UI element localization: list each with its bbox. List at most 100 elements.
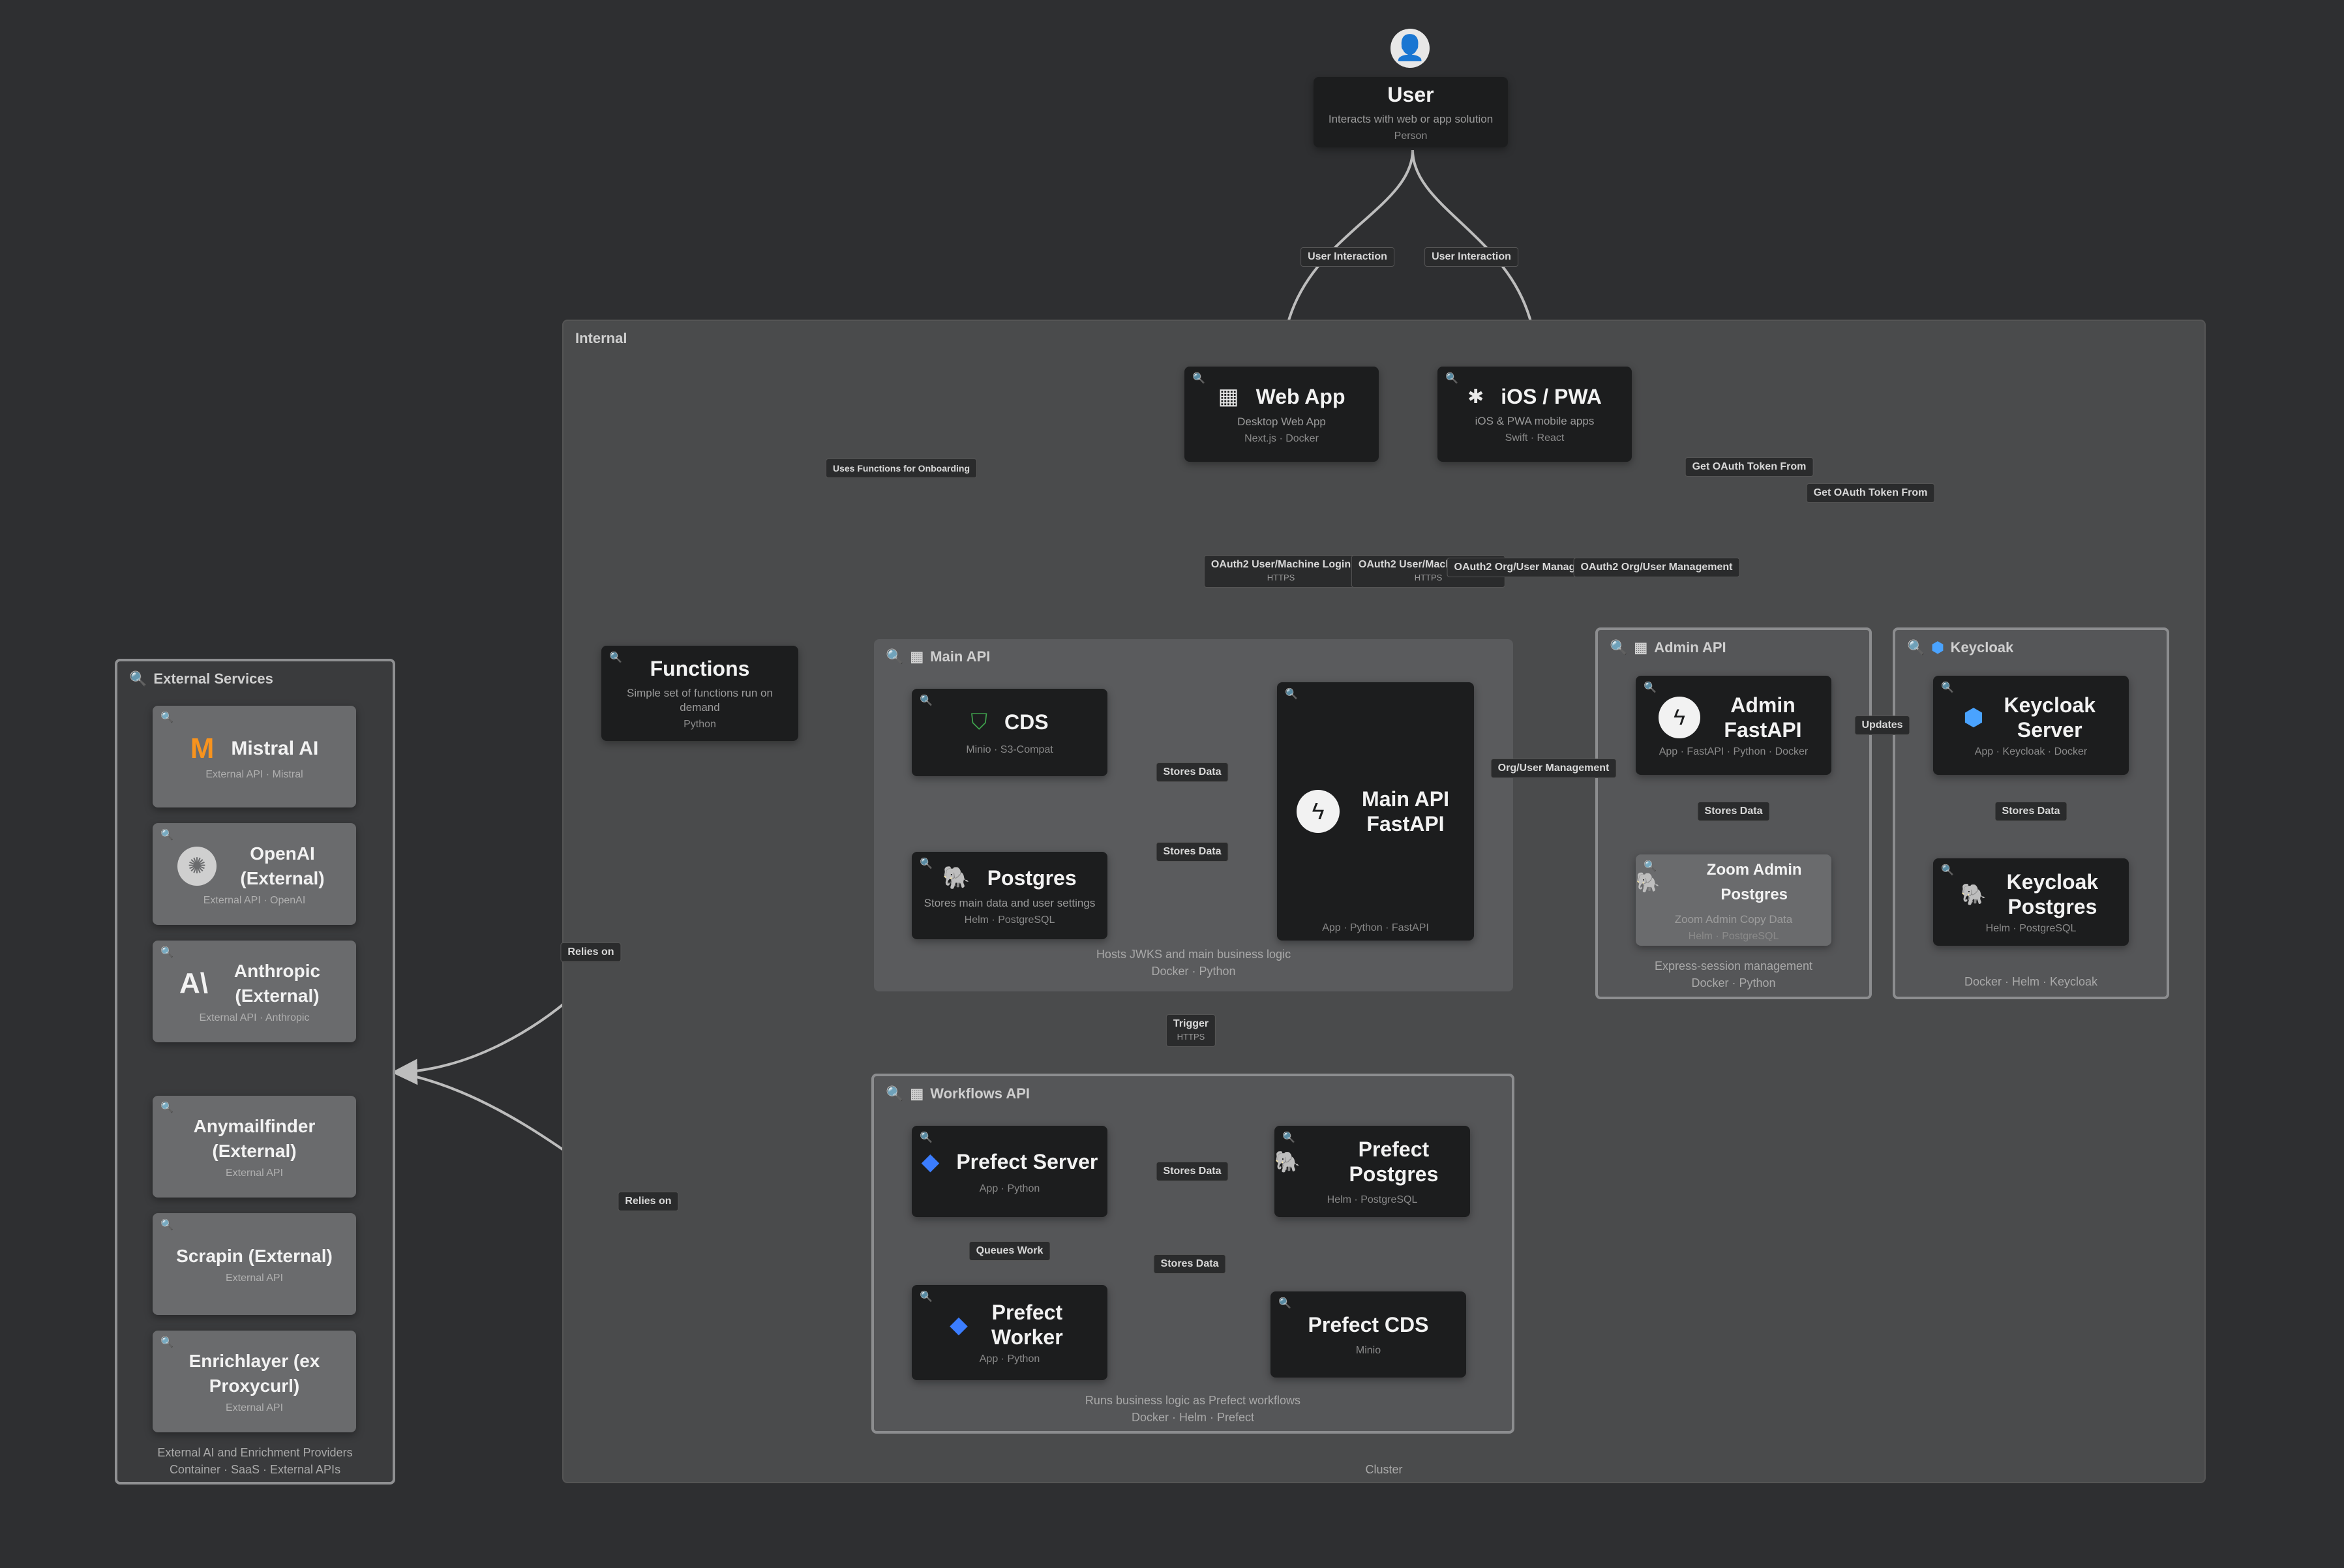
admin-postgres-node[interactable]: 🔍 🐘Zoom Admin Postgres Zoom Admin Copy D… — [1636, 854, 1831, 946]
keycloak-title: Keycloak — [1950, 639, 2014, 656]
edge-label-user-ios: User Interaction — [1424, 247, 1518, 267]
container-icon: ▦ — [1634, 639, 1648, 656]
keycloak-postgres-node[interactable]: 🔍 🐘Keycloak Postgres Helm · PostgreSQL — [1933, 858, 2129, 946]
prefect-postgres-title: Prefect Postgres — [1349, 1138, 1439, 1186]
main-fastapi-meta: App · Python · FastAPI — [1322, 922, 1429, 933]
search-icon: 🔍 — [920, 695, 933, 706]
oauth-login-1-proto: HTTPS — [1267, 573, 1295, 582]
edge-label-stores-cds: Stores Data — [1156, 762, 1229, 782]
edge-label-kc-stores: Stores Data — [1994, 802, 2067, 821]
browser-icon: ▦ — [1218, 384, 1239, 409]
search-icon: 🔍 — [1610, 639, 1628, 656]
admin-api-title: Admin API — [1654, 639, 1726, 656]
anymailfinder-node[interactable]: 🔍 Anymailfinder (External) External API — [153, 1096, 356, 1198]
ios-pwa-title: iOS / PWA — [1501, 385, 1602, 408]
internal-title: Internal — [575, 330, 627, 346]
keycloak-postgres-meta: Helm · PostgreSQL — [1985, 923, 2077, 934]
user-title: User — [1387, 83, 1434, 106]
postgres-elephant-icon: 🐘 — [1636, 871, 1660, 894]
enrichlayer-meta: External API — [225, 1402, 284, 1413]
ios-pwa-meta: Swift · React — [1505, 432, 1565, 444]
admin-postgres-subtitle: Zoom Admin Copy Data — [1674, 913, 1793, 926]
keycloak-server-node[interactable]: 🔍 ⬢Keycloak Server App · Keycloak · Dock… — [1933, 676, 2129, 775]
user-node[interactable]: User Interacts with web or app solution … — [1314, 77, 1508, 147]
web-app-title: Web App — [1255, 385, 1345, 408]
external-footer-tech: Container · SaaS · External APIs — [169, 1463, 341, 1476]
edge-label-admin-stores: Stores Data — [1697, 802, 1770, 821]
postgres-title: Postgres — [987, 866, 1077, 890]
ios-pwa-node[interactable]: 🔍 ✱iOS / PWA iOS & PWA mobile apps Swift… — [1437, 367, 1632, 462]
functions-meta: Python — [684, 719, 716, 730]
scrapin-node[interactable]: 🔍 Scrapin (External) External API — [153, 1213, 356, 1315]
edge-label-relies-1: Relies on — [560, 942, 622, 962]
web-app-node[interactable]: 🔍 ▦Web App Desktop Web App Next.js · Doc… — [1184, 367, 1379, 462]
user-subtitle: Interacts with web or app solution — [1328, 113, 1494, 125]
search-icon: 🔍 — [886, 648, 904, 665]
prefect-worker-meta: App · Python — [979, 1353, 1040, 1364]
fastapi-bolt-icon: ϟ — [1297, 790, 1340, 833]
mobile-app-icon: ✱ — [1467, 385, 1484, 408]
trigger-text: Trigger — [1173, 1018, 1209, 1029]
oauth-login-2-proto: HTTPS — [1414, 573, 1443, 582]
search-icon: 🔍 — [160, 712, 173, 723]
web-app-subtitle: Desktop Web App — [1237, 415, 1326, 428]
prefect-worker-title: Prefect Worker — [991, 1301, 1063, 1349]
prefect-logo-icon: ◆ — [950, 1311, 968, 1338]
fastapi-bolt-icon: ϟ — [1659, 697, 1700, 738]
search-icon: 🔍 — [160, 947, 173, 958]
prefect-postgres-node[interactable]: 🔍 🐘Prefect Postgres Helm · PostgreSQL — [1274, 1126, 1470, 1217]
keycloak-server-meta: App · Keycloak · Docker — [1974, 746, 2088, 757]
main-api-footer-tech: Docker · Python — [1151, 965, 1236, 978]
prefect-worker-node[interactable]: 🔍 ◆Prefect Worker App · Python — [912, 1285, 1107, 1380]
oauth-login-1-text: OAuth2 User/Machine Login — [1210, 559, 1351, 570]
functions-title: Functions — [650, 657, 750, 680]
anthropic-node[interactable]: 🔍 A\Anthropic (External) External API · … — [153, 941, 356, 1042]
search-icon: 🔍 — [920, 1132, 933, 1143]
anthropic-meta: External API · Anthropic — [199, 1012, 310, 1023]
edge-label-relies-2: Relies on — [618, 1192, 679, 1211]
postgres-elephant-icon: 🐘 — [1274, 1150, 1300, 1173]
openai-logo-icon: ✺ — [177, 847, 217, 886]
functions-node[interactable]: 🔍 Functions Simple set of functions run … — [601, 646, 798, 741]
workflows-title: Workflows API — [930, 1085, 1030, 1102]
anymailfinder-title: Anymailfinder (External) — [193, 1116, 316, 1161]
prefect-cds-node[interactable]: 🔍 Prefect CDS Minio — [1270, 1291, 1466, 1378]
prefect-cds-meta: Minio — [1355, 1345, 1381, 1356]
admin-fastapi-meta: App · FastAPI · Python · Docker — [1659, 746, 1809, 757]
postgres-meta: Helm · PostgreSQL — [964, 914, 1055, 926]
main-api-footer: Hosts JWKS and main business logic — [1096, 948, 1291, 961]
cds-meta: Minio · S3-Compat — [966, 744, 1053, 755]
keycloak-logo-icon: ⬢ — [1931, 639, 1944, 656]
prefect-server-node[interactable]: 🔍 ◆Prefect Server App · Python — [912, 1126, 1107, 1217]
enrichlayer-node[interactable]: 🔍 Enrichlayer (ex Proxycurl) External AP… — [153, 1331, 356, 1432]
search-icon: 🔍 — [1644, 682, 1657, 693]
enrichlayer-title: Enrichlayer (ex Proxycurl) — [188, 1351, 320, 1396]
edge-label-updates: Updates — [1854, 716, 1910, 735]
mistral-title: Mistral AI — [231, 738, 319, 759]
edge-label-org-mgmt: Org/User Management — [1490, 759, 1617, 778]
scrapin-meta: External API — [225, 1273, 284, 1284]
search-icon: 🔍 — [886, 1085, 904, 1102]
search-icon: 🔍 — [1941, 682, 1954, 693]
edge-label-queues: Queues Work — [969, 1241, 1051, 1261]
search-icon: 🔍 — [160, 1220, 173, 1231]
mistral-logo-icon: M — [190, 732, 215, 764]
keycloak-footer: Docker · Helm · Keycloak — [1964, 975, 2098, 988]
edge-label-token-1: Get OAuth Token From — [1685, 457, 1814, 477]
prefect-postgres-meta: Helm · PostgreSQL — [1327, 1194, 1418, 1205]
edge-label-user-web: User Interaction — [1300, 247, 1394, 267]
edge-user-ios — [1411, 149, 1550, 370]
scrapin-title: Scrapin (External) — [176, 1246, 333, 1266]
postgres-elephant-icon: 🐘 — [1961, 882, 1987, 906]
internal-footer: Cluster — [1365, 1463, 1403, 1476]
postgres-node[interactable]: 🔍 🐘Postgres Stores main data and user se… — [912, 852, 1107, 939]
openai-node[interactable]: 🔍 ✺OpenAI (External) External API · Open… — [153, 823, 356, 925]
search-icon: 🔍 — [160, 830, 173, 841]
cds-node[interactable]: 🔍 ⛉CDS Minio · S3-Compat — [912, 689, 1107, 776]
